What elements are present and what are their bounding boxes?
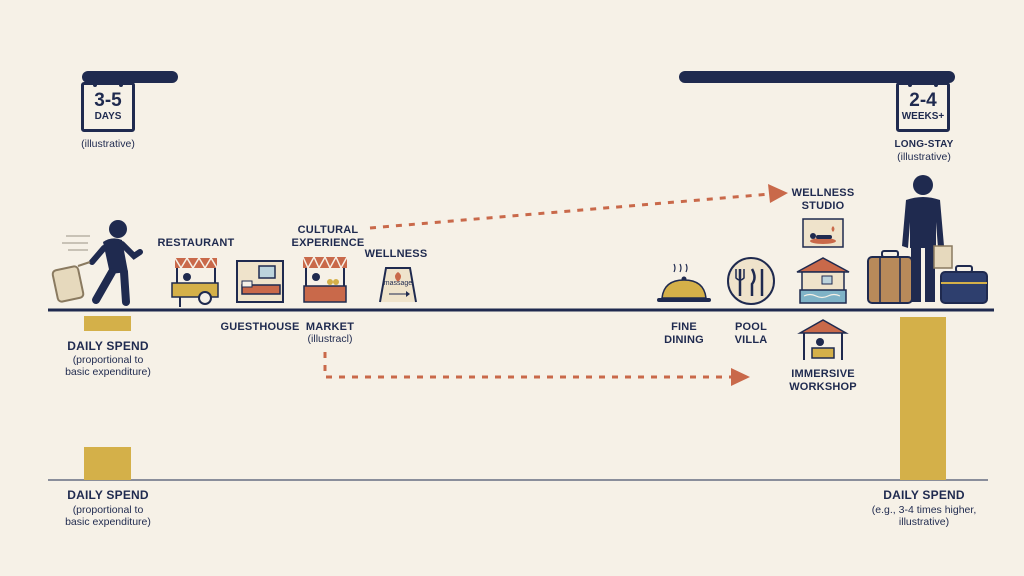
long-stay-traveler-icon [902, 175, 953, 302]
short-stay-calendar-icon: 3-5 DAYS [81, 75, 135, 132]
short-stay-duration: 3-5 [94, 90, 122, 111]
long-stay-calendar-icon: 2-4 WEEKS+ [896, 75, 950, 132]
long-stay-spend-label: DAILY SPEND [883, 488, 965, 502]
wellness-studio-icon [802, 218, 844, 248]
suitcase-small-icon [940, 265, 988, 304]
long-stay-duration: 2-4 [909, 90, 937, 111]
pool-villa-label: POOL VILLA [734, 321, 768, 346]
long-stay-note: (illustrative) [897, 151, 951, 163]
market-note: (illustracl) [307, 333, 353, 345]
market-stall-icon [302, 255, 348, 303]
guesthouse-icon [236, 260, 284, 303]
market-label: MARKET [305, 321, 355, 333]
guesthouse-label: GUESTHOUSE [220, 321, 300, 333]
long-stay-timeline-bar [679, 71, 955, 83]
upgrade-arrow-upper [369, 184, 788, 230]
short-stay-spend-note-lower: (proportional to basic expenditure) [65, 504, 151, 528]
short-stay-timeline-bar [82, 71, 178, 83]
long-stay-title: LONG-STAY [894, 139, 954, 150]
wellness-sign-text: massage [383, 280, 413, 287]
upgrade-arrow-lower [323, 352, 750, 386]
long-stay-spend-note: (e.g., 3-4 times higher, illustrative) [871, 504, 977, 528]
short-stay-spend-note-upper: (proportional to basic expenditure) [65, 354, 151, 378]
immersive-workshop-icon [797, 319, 849, 360]
short-stay-spend-bar-lower [84, 447, 131, 480]
short-stay-note: (illustrative) [81, 138, 135, 150]
pool-villa-plate-icon [727, 257, 775, 305]
fine-dining-cloche-icon [657, 263, 711, 302]
cultural-experience-label: CULTURAL EXPERIENCE [291, 224, 365, 249]
traveler-icon [51, 220, 143, 306]
wellness-sign-icon [379, 267, 417, 303]
short-stay-spend-bar-upper [84, 316, 131, 331]
short-stay-unit: DAYS [94, 111, 122, 122]
long-stay-unit: WEEKS+ [901, 111, 945, 122]
suitcase-large-icon [867, 250, 913, 304]
immersive-workshop-label: IMMERSIVE WORKSHOP [789, 368, 857, 393]
short-stay-spend-label-upper: DAILY SPEND [67, 339, 149, 353]
short-stay-spend-label-lower: DAILY SPEND [67, 488, 149, 502]
restaurant-label: RESTAURANT [157, 237, 235, 249]
wellness-label: WELLNESS [364, 248, 428, 260]
restaurant-cart-icon [171, 256, 219, 307]
wellness-studio-label: WELLNESS STUDIO [791, 187, 855, 212]
fine-dining-label: FINE DINING [664, 321, 704, 346]
pool-villa-icon [796, 257, 850, 304]
long-stay-spend-bar [900, 317, 946, 480]
